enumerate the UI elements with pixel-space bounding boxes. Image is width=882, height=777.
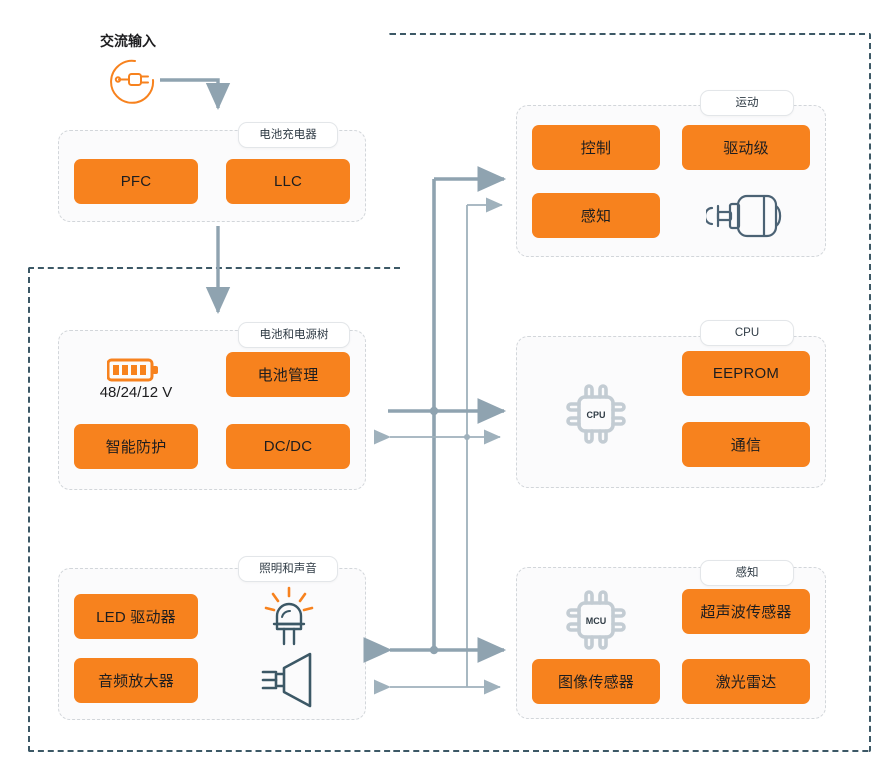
ac-input-label: 交流输入 xyxy=(100,33,156,49)
panel-title-sensing: 感知 xyxy=(700,560,794,586)
block-image-sensor[interactable]: 图像传感器 xyxy=(532,659,660,704)
panel-title-cpu: CPU xyxy=(700,320,794,346)
block-control[interactable]: 控制 xyxy=(532,125,660,170)
cpu-chip-icon-text: CPU xyxy=(586,410,605,420)
outer-frame-right xyxy=(388,33,871,752)
block-pfc[interactable]: PFC xyxy=(74,159,198,204)
wire-ac-to-charger xyxy=(160,78,231,111)
mcu-chip-icon: MCU xyxy=(560,584,632,656)
block-dcdc[interactable]: DC/DC xyxy=(226,424,350,469)
block-led-driver[interactable]: LED 驱动器 xyxy=(74,594,198,639)
block-llc[interactable]: LLC xyxy=(226,159,350,204)
power-plug-icon xyxy=(105,56,161,106)
outer-frame-left xyxy=(28,267,400,752)
block-driver-stage[interactable]: 驱动级 xyxy=(682,125,810,170)
panel-lighting-sound xyxy=(58,568,366,720)
cpu-chip-icon: CPU xyxy=(560,378,632,450)
led-lamp-icon xyxy=(258,584,320,646)
block-battery-management[interactable]: 电池管理 xyxy=(226,352,350,397)
block-ultrasonic-sensor[interactable]: 超声波传感器 xyxy=(682,589,810,634)
panel-title-battery-power-tree: 电池和电源树 xyxy=(238,322,350,348)
panel-title-lighting-sound: 照明和声音 xyxy=(238,556,338,582)
block-lidar[interactable]: 激光雷达 xyxy=(682,659,810,704)
battery-icon xyxy=(106,355,165,385)
battery-voltage-label: 48/24/12 V xyxy=(99,384,173,401)
block-sensing[interactable]: 感知 xyxy=(532,193,660,238)
mcu-chip-icon-text: MCU xyxy=(586,616,607,626)
block-smart-protection[interactable]: 智能防护 xyxy=(74,424,198,469)
panel-title-motion: 运动 xyxy=(700,90,794,116)
block-audio-amplifier[interactable]: 音频放大器 xyxy=(74,658,198,703)
speaker-icon xyxy=(258,652,324,708)
block-communication[interactable]: 通信 xyxy=(682,422,810,467)
block-eeprom[interactable]: EEPROM xyxy=(682,351,810,396)
motor-icon xyxy=(703,188,788,244)
panel-title-battery-charger: 电池充电器 xyxy=(238,122,338,148)
